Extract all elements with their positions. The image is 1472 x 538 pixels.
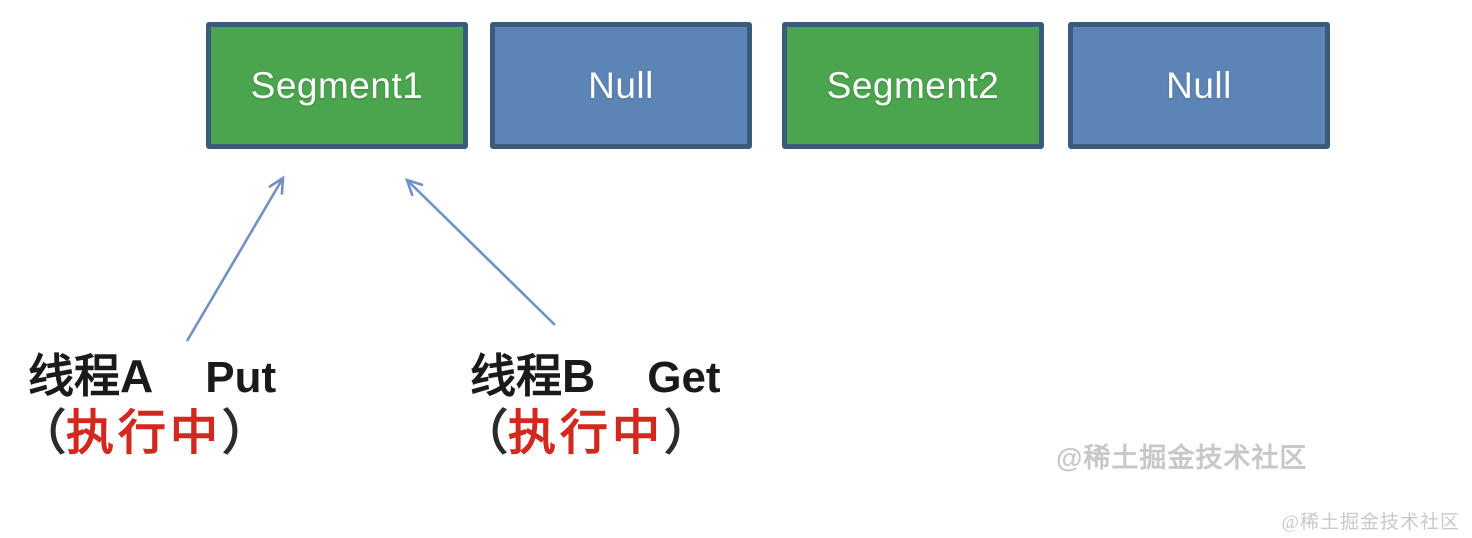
thread-a-name: 线程A [28,350,154,402]
segment2-box-label: Segment2 [826,64,1000,106]
thread-b-status-line: （执行中） [460,406,721,462]
arrow-thread-b-to-segment1 [404,177,556,326]
watermark-inline: @稀土掘金技术社区 [1056,443,1308,473]
segment1-box-label: Segment1 [250,64,424,106]
thread-b-operation: Get [647,353,721,402]
thread-b-name: 线程B [470,350,596,402]
thread-a-paren-close: ） [222,407,271,460]
segment1-box: Segment1 [206,22,468,149]
thread-a-operation: Put [205,353,277,402]
null-box-2-label: Null [1166,64,1232,106]
thread-b-paren-close: ） [664,407,713,460]
null-box-1-label: Null [588,64,654,106]
thread-a-name-line: 线程A Put [28,350,276,404]
segment2-box: Segment2 [782,22,1044,149]
thread-a-status: 执行中 [66,407,223,460]
arrow-thread-a-to-segment1 [185,175,285,342]
null-box-1: Null [490,22,752,149]
thread-a-status-line: （执行中） [18,406,276,462]
thread-b-label: 线程B Get （执行中） [460,350,721,462]
thread-b-name-line: 线程B Get [470,350,721,404]
watermark-corner: @稀土掘金技术社区 [1281,512,1460,533]
thread-a-paren-open: （ [18,407,67,460]
thread-b-paren-open: （ [460,407,509,460]
null-box-2: Null [1068,22,1330,149]
thread-b-status: 执行中 [508,407,665,460]
thread-a-label: 线程A Put （执行中） [18,350,276,462]
